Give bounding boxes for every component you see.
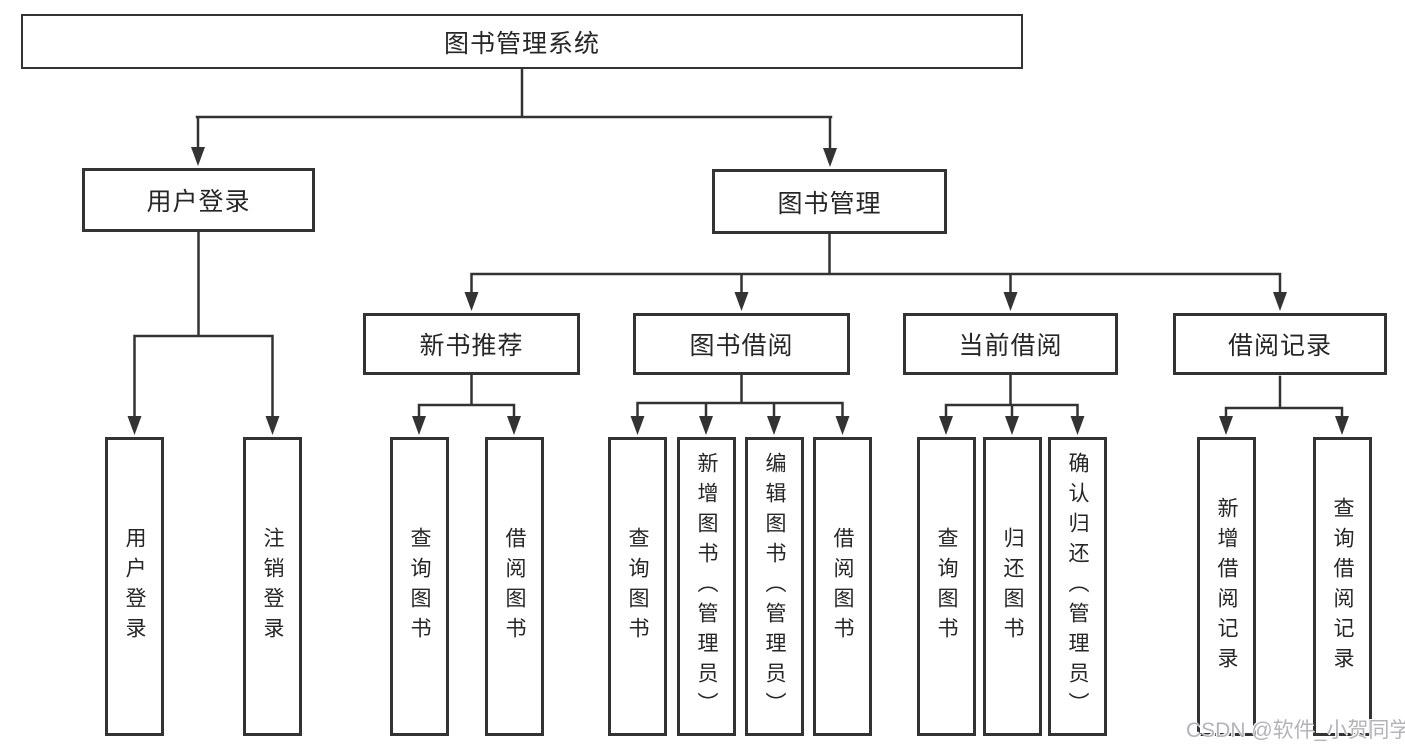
csdn-watermark: CSDN @软件_小贺同学 — [1186, 719, 1405, 742]
node-borrowing-records-label: 借阅记录 — [1227, 332, 1332, 360]
leaf-query-books-recommend-label: 查询图书 — [408, 526, 431, 647]
leaf-edit-book-admin-label: 编辑图书（管理员） — [763, 451, 786, 722]
leaf-logout: 注销登录 — [243, 437, 302, 736]
node-book-management: 图书管理 — [712, 169, 947, 234]
node-current-borrowing-label: 当前借阅 — [958, 332, 1063, 360]
node-book-borrowing: 图书借阅 — [633, 313, 850, 375]
node-book-borrowing-label: 图书借阅 — [689, 332, 794, 360]
leaf-edit-book-admin: 编辑图书（管理员） — [745, 437, 804, 736]
leaf-query-books-current: 查询图书 — [917, 437, 976, 736]
leaf-query-borrow-record-label: 查询借阅记录 — [1331, 496, 1354, 677]
leaf-query-books-recommend: 查询图书 — [390, 437, 449, 736]
leaf-confirm-return-admin: 确认归还（管理员） — [1048, 437, 1107, 736]
node-borrowing-records: 借阅记录 — [1173, 313, 1387, 375]
leaf-query-borrow-record: 查询借阅记录 — [1313, 437, 1372, 736]
leaf-borrow-books-recommend: 借阅图书 — [485, 437, 544, 736]
leaf-add-book-admin-label: 新增图书（管理员） — [695, 451, 718, 722]
leaf-query-books-borrowing-label: 查询图书 — [626, 526, 649, 647]
node-root: 图书管理系统 — [21, 14, 1023, 69]
leaf-add-borrow-record: 新增借阅记录 — [1197, 437, 1256, 736]
leaf-query-books-current-label: 查询图书 — [935, 526, 958, 647]
node-user-login: 用户登录 — [82, 168, 315, 232]
node-new-book-recommend-label: 新书推荐 — [419, 332, 524, 360]
arrowheads — [127, 147, 1349, 435]
leaf-return-book: 归还图书 — [983, 437, 1042, 736]
leaf-query-books-borrowing: 查询图书 — [608, 437, 667, 736]
leaf-add-book-admin: 新增图书（管理员） — [677, 437, 736, 736]
leaf-user-login: 用户登录 — [105, 437, 164, 736]
node-book-management-label: 图书管理 — [777, 189, 882, 218]
leaf-user-login-label: 用户登录 — [123, 526, 146, 647]
leaf-borrow-books-borrowing-label: 借阅图书 — [831, 526, 854, 647]
leaf-borrow-books-borrowing: 借阅图书 — [813, 437, 872, 736]
leaf-confirm-return-admin-label: 确认归还（管理员） — [1066, 451, 1089, 722]
node-new-book-recommend: 新书推荐 — [363, 313, 580, 375]
node-user-login-label: 用户登录 — [146, 188, 251, 216]
leaf-borrow-books-recommend-label: 借阅图书 — [503, 526, 526, 647]
node-root-label: 图书管理系统 — [443, 29, 600, 58]
leaf-return-book-label: 归还图书 — [1001, 526, 1024, 647]
leaf-add-borrow-record-label: 新增借阅记录 — [1215, 496, 1238, 677]
node-current-borrowing: 当前借阅 — [903, 313, 1118, 375]
leaf-logout-label: 注销登录 — [261, 526, 284, 647]
